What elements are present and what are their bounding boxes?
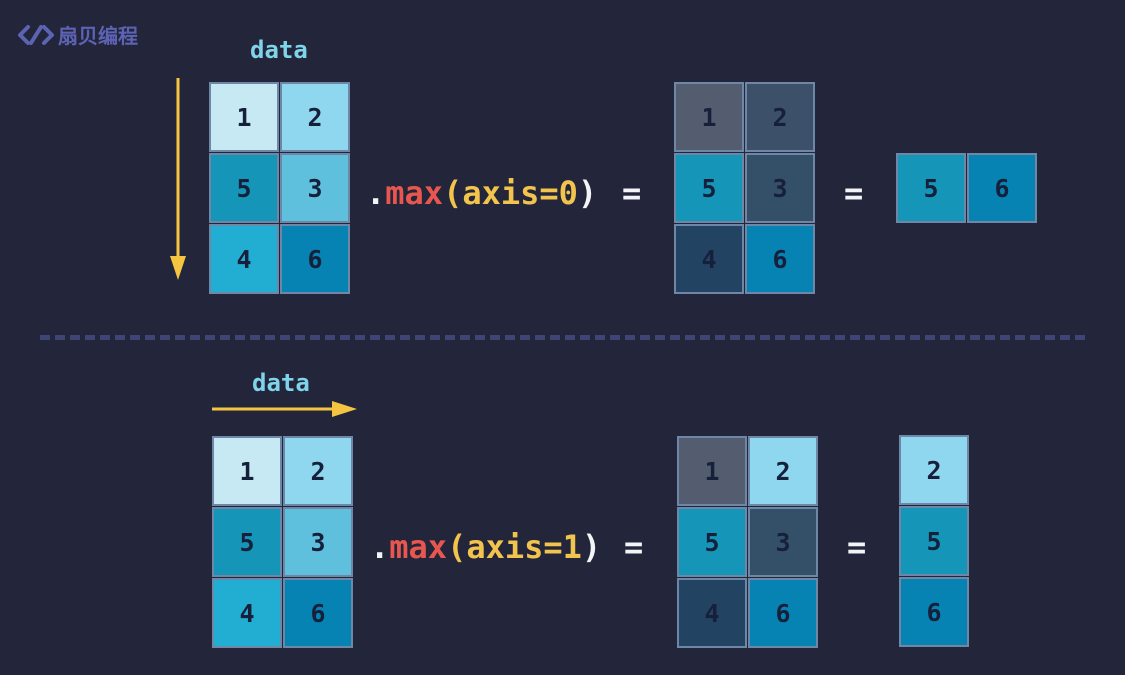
bottom-equals-1: = xyxy=(624,528,644,566)
top-data-cell: 6 xyxy=(280,224,350,294)
top-data-cell: 5 xyxy=(209,153,279,223)
bottom-expr-dot: . xyxy=(370,528,390,566)
top-equals-2: = xyxy=(844,174,864,212)
top-mid-cell: 5 xyxy=(674,153,744,223)
top-mid-cell: 1 xyxy=(674,82,744,152)
bottom-mid-cell: 3 xyxy=(748,507,818,577)
top-expression: .max(axis=0) xyxy=(366,174,597,212)
bottom-data-cell: 3 xyxy=(283,507,353,577)
bottom-mid-cell: 6 xyxy=(748,578,818,648)
bottom-mid-cell: 1 xyxy=(677,436,747,506)
code-brackets-icon xyxy=(18,24,54,45)
top-expr-open: ( xyxy=(443,174,463,212)
logo-text: 扇贝编程 xyxy=(58,24,138,48)
top-expr-args: axis=0 xyxy=(462,174,578,212)
top-data-label: data xyxy=(250,36,308,64)
bottom-data-cell: 4 xyxy=(212,578,282,648)
bottom-expr-args: axis=1 xyxy=(466,528,582,566)
top-equals-1: = xyxy=(622,174,642,212)
top-result-cell: 5 xyxy=(896,153,966,223)
bottom-data-label: data xyxy=(252,369,310,397)
bottom-mid-cell: 4 xyxy=(677,578,747,648)
bottom-data-cell: 5 xyxy=(212,507,282,577)
bottom-expr-close: ) xyxy=(581,528,602,566)
top-expr-close: ) xyxy=(577,174,598,212)
bottom-expr-open: ( xyxy=(447,528,467,566)
logo: 扇贝编程 xyxy=(18,20,138,49)
bottom-data-cell: 2 xyxy=(283,436,353,506)
top-expr-dot: . xyxy=(366,174,386,212)
bottom-result-cell: 6 xyxy=(899,577,969,647)
top-data-cell: 2 xyxy=(280,82,350,152)
top-data-cell: 4 xyxy=(209,224,279,294)
bottom-result-cell: 5 xyxy=(899,506,969,576)
top-data-cell: 1 xyxy=(209,82,279,152)
bottom-result-cell: 2 xyxy=(899,435,969,505)
top-mid-cell: 2 xyxy=(745,82,815,152)
bottom-mid-cell: 5 xyxy=(677,507,747,577)
bottom-expr-method: max xyxy=(389,528,448,566)
bottom-data-cell: 1 xyxy=(212,436,282,506)
top-mid-cell: 3 xyxy=(745,153,815,223)
bottom-equals-2: = xyxy=(847,528,867,566)
top-expr-method: max xyxy=(385,174,444,212)
top-result-cell: 6 xyxy=(967,153,1037,223)
top-axis0-arrow xyxy=(170,78,186,280)
bottom-axis1-arrow xyxy=(212,401,357,417)
bottom-data-cell: 6 xyxy=(283,578,353,648)
top-mid-cell: 4 xyxy=(674,224,744,294)
bottom-mid-cell: 2 xyxy=(748,436,818,506)
bottom-expression: .max(axis=1) xyxy=(370,528,601,566)
top-data-cell: 3 xyxy=(280,153,350,223)
top-mid-cell: 6 xyxy=(745,224,815,294)
section-divider xyxy=(40,335,1085,340)
